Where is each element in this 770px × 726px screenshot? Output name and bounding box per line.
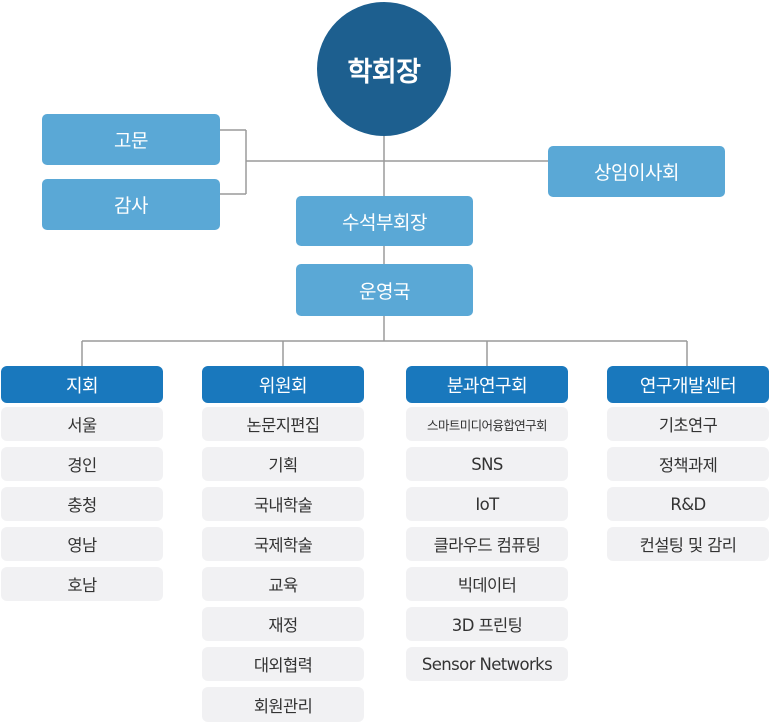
list-item: 대외협력	[202, 647, 364, 681]
list-item-label: 기획	[268, 456, 298, 475]
advisor-node: 고문	[42, 114, 220, 165]
column-header-committees: 위원회	[202, 366, 364, 403]
column-header-label: 위원회	[258, 375, 308, 397]
vice-chair-node: 수석부회장	[296, 196, 473, 246]
column-header-label: 지회	[65, 375, 99, 397]
list-item: 빅데이터	[406, 567, 568, 601]
list-item-label: 충청	[67, 496, 97, 515]
list-item: 3D 프린팅	[406, 607, 568, 641]
list-item: IoT	[406, 487, 568, 521]
list-item-label: R&D	[670, 494, 706, 514]
list-item: 충청	[1, 487, 163, 521]
list-item: 서울	[1, 407, 163, 441]
office-node: 운영국	[296, 264, 473, 316]
list-item: 기획	[202, 447, 364, 481]
list-item-label: 정책과제	[658, 456, 718, 475]
list-item: 클라우드 컴퓨팅	[406, 527, 568, 561]
list-item-label: 기초연구	[658, 416, 718, 435]
list-item-label: 클라우드 컴퓨팅	[433, 536, 541, 555]
vice-chair-label: 수석부회장	[342, 211, 427, 234]
list-item: 호남	[1, 567, 163, 601]
column-header-label: 분과연구회	[446, 375, 528, 397]
list-item-label: 서울	[67, 416, 97, 435]
auditor-node: 감사	[42, 179, 220, 230]
list-item-label: 스마트미디어융합연구회	[427, 417, 548, 433]
list-item: 회원관리	[202, 687, 364, 722]
column-header-label: 연구개발센터	[639, 375, 737, 397]
list-item: 영남	[1, 527, 163, 561]
list-item-label: Sensor Networks	[421, 654, 553, 674]
list-item: 경인	[1, 447, 163, 481]
list-item: 컨설팅 및 감리	[607, 527, 769, 561]
list-item-label: 국내학술	[253, 496, 313, 515]
list-item-label: 빅데이터	[457, 576, 517, 595]
advisor-label: 고문	[114, 130, 148, 152]
list-item-label: 대외협력	[253, 656, 313, 675]
office-label: 운영국	[359, 280, 410, 303]
list-item: 정책과제	[607, 447, 769, 481]
list-item: SNS	[406, 447, 568, 481]
list-item-label: 재정	[268, 616, 298, 635]
list-item: R&D	[607, 487, 769, 521]
list-item: 국제학술	[202, 527, 364, 561]
list-item-label: 논문지편집	[246, 416, 321, 435]
list-item-label: 경인	[67, 456, 97, 475]
board-label: 상임이사회	[594, 162, 679, 184]
list-item-label: 영남	[67, 536, 97, 555]
column-header-branches: 지회	[1, 366, 163, 403]
column-header-research-groups: 분과연구회	[406, 366, 568, 403]
column-header-rnd-center: 연구개발센터	[607, 366, 769, 403]
list-item: 재정	[202, 607, 364, 641]
list-item-label: 컨설팅 및 감리	[639, 536, 737, 555]
list-item-label: 교육	[268, 576, 298, 595]
list-item: 스마트미디어융합연구회	[406, 407, 568, 441]
list-item-label: 국제학술	[253, 536, 313, 555]
list-item: Sensor Networks	[406, 647, 568, 681]
list-item-label: 호남	[67, 576, 97, 595]
list-item-label: 회원관리	[253, 696, 313, 716]
list-item: 국내학술	[202, 487, 364, 521]
chairperson-node: 학회장	[317, 2, 451, 136]
board-node: 상임이사회	[548, 146, 725, 197]
chairperson-label: 학회장	[347, 56, 421, 88]
list-item-label: IoT	[475, 494, 499, 514]
list-item: 기초연구	[607, 407, 769, 441]
list-item-label: 3D 프린팅	[451, 616, 523, 635]
list-item: 논문지편집	[202, 407, 364, 441]
list-item-label: SNS	[471, 454, 503, 474]
list-item: 교육	[202, 567, 364, 601]
auditor-label: 감사	[114, 195, 148, 217]
